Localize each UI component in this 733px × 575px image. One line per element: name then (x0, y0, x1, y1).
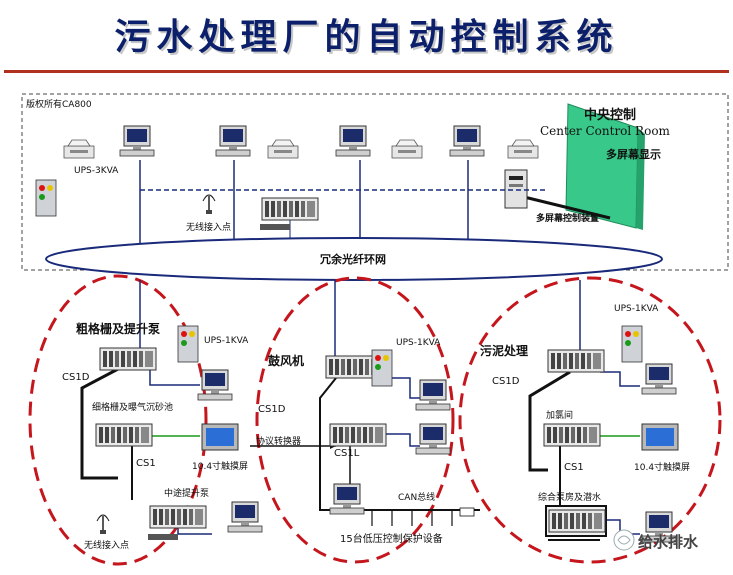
can-bus-label: CAN总线 (398, 493, 436, 503)
zone3-cs1d-label: CS1D (492, 376, 520, 387)
zone2-cs1d-label: CS1D (258, 404, 286, 415)
zone1-sub-label: 细格栅及曝气沉砂池 (92, 403, 174, 413)
protection-devices-label: 15台低压控制保护设备 (340, 534, 443, 545)
zone3-cs1-label: CS1 (564, 462, 584, 473)
zone1-mid-pump-label: 中途提升泵 (164, 489, 210, 499)
title-underline (4, 70, 729, 73)
fiber-ring-label: 冗余光纤环网 (320, 253, 386, 266)
zone3-dosing-label: 加氯间 (546, 411, 574, 421)
copyright-label: 版权所有CA800 (26, 100, 92, 110)
page-title: 污水处理厂的自动控制系统 (114, 16, 619, 58)
zone1-cs1d-label: CS1D (62, 372, 90, 383)
zone1-title: 粗格栅及提升泵 (76, 322, 161, 336)
central-control-title: 中央控制 (584, 108, 637, 123)
zone2-ups-label: UPS-1KVA (396, 338, 441, 348)
zone3-ups-label: UPS-1KVA (614, 304, 659, 314)
zone1-wireless-label: 无线接入点 (84, 541, 130, 551)
ups-3kva-label: UPS-3KVA (74, 166, 119, 176)
zone3-touch-label: 10.4寸触摸屏 (634, 463, 691, 473)
zone1-touch-label: 10.4寸触摸屏 (192, 462, 249, 472)
central-control-room-label: Center Control Room (540, 124, 670, 138)
zone1-cs1-label: CS1 (136, 458, 156, 469)
zone2-cs1l-label: CS1L (334, 448, 360, 459)
zone2-title: 鼓风机 (268, 354, 305, 368)
zone1-ups-label: UPS-1KVA (204, 336, 249, 346)
wireless-ap-top-label: 无线接入点 (186, 223, 232, 233)
watermark-text: 给水排水 (638, 533, 699, 551)
multi-screen-controller-label: 多屏幕控制装置 (536, 214, 600, 224)
protocol-converter-label: 协议转换器 (256, 437, 302, 447)
zone3-pump-label: 综合泵房及潜水 (538, 493, 602, 503)
zone3-title: 污泥处理 (480, 344, 529, 358)
multi-screen-display-label: 多屏幕显示 (606, 148, 661, 161)
